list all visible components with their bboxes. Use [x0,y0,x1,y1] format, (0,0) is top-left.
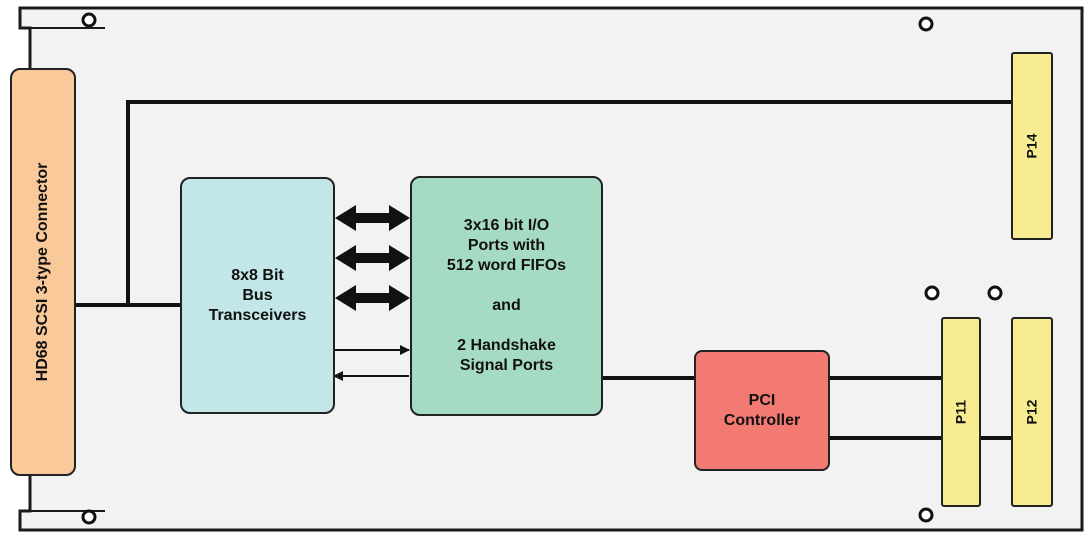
label-line [447,276,566,296]
label-line: Signal Ports [459,357,554,374]
label-line: PCI [748,391,776,409]
io-ports-label: 3x16 bit I/O Ports with 512 word FIFOs and… [447,216,566,376]
label-line: 512 word FIFOs [446,257,567,274]
label-line: Controller [723,411,801,429]
p12-label: P12 [1023,399,1040,425]
mounting-hole-bottom-right [918,507,934,523]
label-line: 2 Handshake [457,337,556,354]
p14-header: P14 [1011,52,1053,240]
bus-connector-to-p14 [126,100,1012,305]
mounting-hole-mid-right [987,285,1003,301]
bidirectional-arrow-1 [335,205,410,231]
scsi-connector: HD68 SCSI 3-type Connector [10,68,76,476]
label-line: Bus [242,286,273,304]
p14-label: P14 [1023,133,1040,159]
board-bracket-line [29,27,105,512]
label-line: and [492,297,521,314]
io-ports-block: 3x16 bit I/O Ports with 512 word FIFOs and… [410,176,603,416]
p11-header: P11 [941,317,981,507]
label-line: 3x16 bit I/O [463,217,550,234]
scsi-connector-label: HD68 SCSI 3-type Connector [34,162,51,382]
label-line [447,316,566,336]
label-line: Transceivers [208,306,307,324]
mounting-hole-bottom-left [81,509,97,525]
label-line: 8x8 Bit [231,266,284,284]
mounting-hole-mid-left [924,285,940,301]
label-line: Ports with [467,237,546,254]
mounting-hole-top-left [81,12,97,28]
bidirectional-arrow-3 [335,285,410,311]
bidirectional-arrow-2 [335,245,410,271]
mounting-hole-top-right [918,16,934,32]
pci-controller-block: PCI Controller [694,350,830,471]
pci-controller-label: PCI Controller [724,391,800,431]
p12-header: P12 [1011,317,1053,507]
p11-label: P11 [952,399,969,425]
